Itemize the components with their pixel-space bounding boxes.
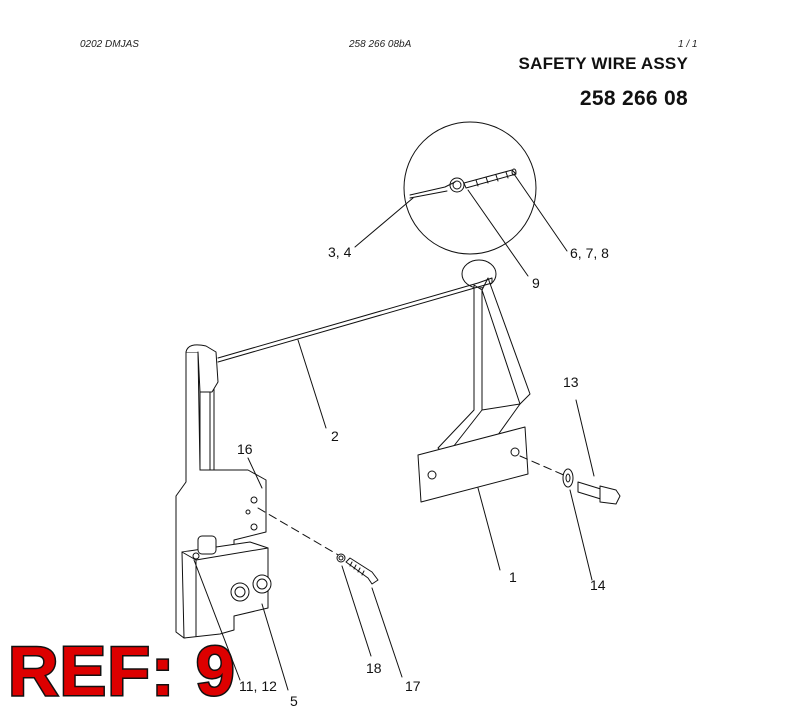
- callout-9: 9: [532, 275, 540, 291]
- callout-6-7-8: 6, 7, 8: [570, 245, 609, 261]
- callout-5: 5: [290, 693, 298, 709]
- callout-11-12: 11, 12: [239, 678, 277, 694]
- header-drawing-number: 258 266 08bA: [349, 39, 412, 50]
- screw-17: [336, 553, 379, 585]
- callout-18: 18: [366, 660, 382, 676]
- header-left-code: 0202 DMJAS: [80, 39, 139, 50]
- leader-lines: [193, 173, 595, 691]
- part-number: 258 266 08: [579, 87, 688, 110]
- ref-badge: REF: 9: [7, 632, 237, 710]
- detail-circle: [403, 121, 537, 255]
- bracket-part: [417, 277, 531, 503]
- drawing-title: SAFETY WIRE ASSY: [518, 54, 688, 73]
- callout-14: 14: [590, 577, 606, 593]
- bolt-13: [562, 468, 621, 505]
- callout-1: 1: [509, 569, 517, 585]
- callout-13: 13: [563, 374, 579, 390]
- switch-box: [181, 535, 272, 639]
- header-page-indicator: 1 / 1: [678, 39, 698, 50]
- callout-2: 2: [331, 428, 339, 444]
- callout-17: 17: [405, 678, 421, 694]
- assembly-lines: [257, 455, 567, 557]
- callout-16: 16: [237, 441, 253, 457]
- callout-labels: 3, 4 6, 7, 8 9 2 13 16 1 14 18 17 11, 12…: [237, 244, 609, 709]
- callout-3-4: 3, 4: [328, 244, 352, 260]
